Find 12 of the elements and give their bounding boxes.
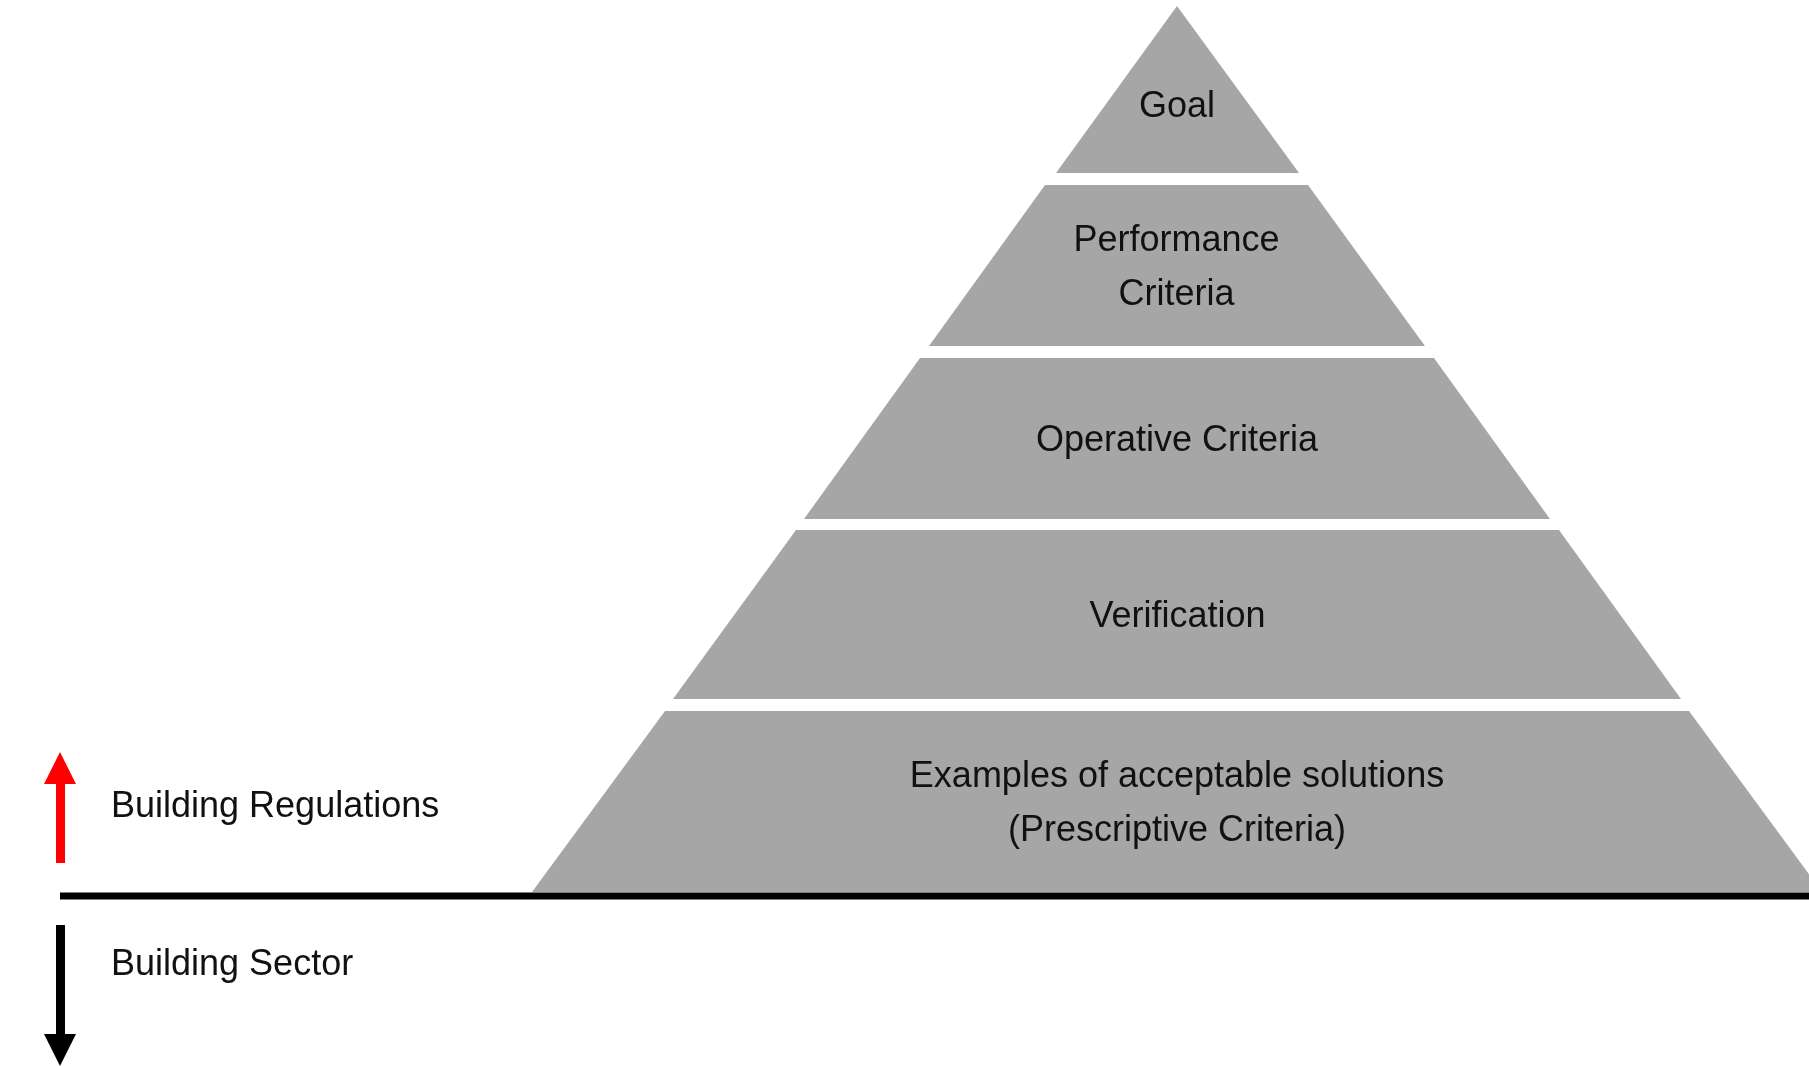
side-label: Building Regulations (111, 784, 440, 826)
pyramid-level (673, 530, 1681, 699)
pyramid-level (532, 711, 1809, 892)
level-label: Goal (1137, 83, 1216, 127)
pyramid-level (804, 358, 1550, 519)
level-label: Verification (1088, 592, 1267, 637)
side-label: Building Sector (111, 942, 354, 984)
level-label: Operative Criteria (1034, 416, 1320, 461)
pyramid-level (1056, 6, 1299, 173)
pyramid-level (929, 185, 1425, 346)
level-label: Examples of acceptable solutions (Prescriptive Criteria) (908, 752, 1446, 851)
level-label: Performance Criteria (1072, 216, 1281, 315)
